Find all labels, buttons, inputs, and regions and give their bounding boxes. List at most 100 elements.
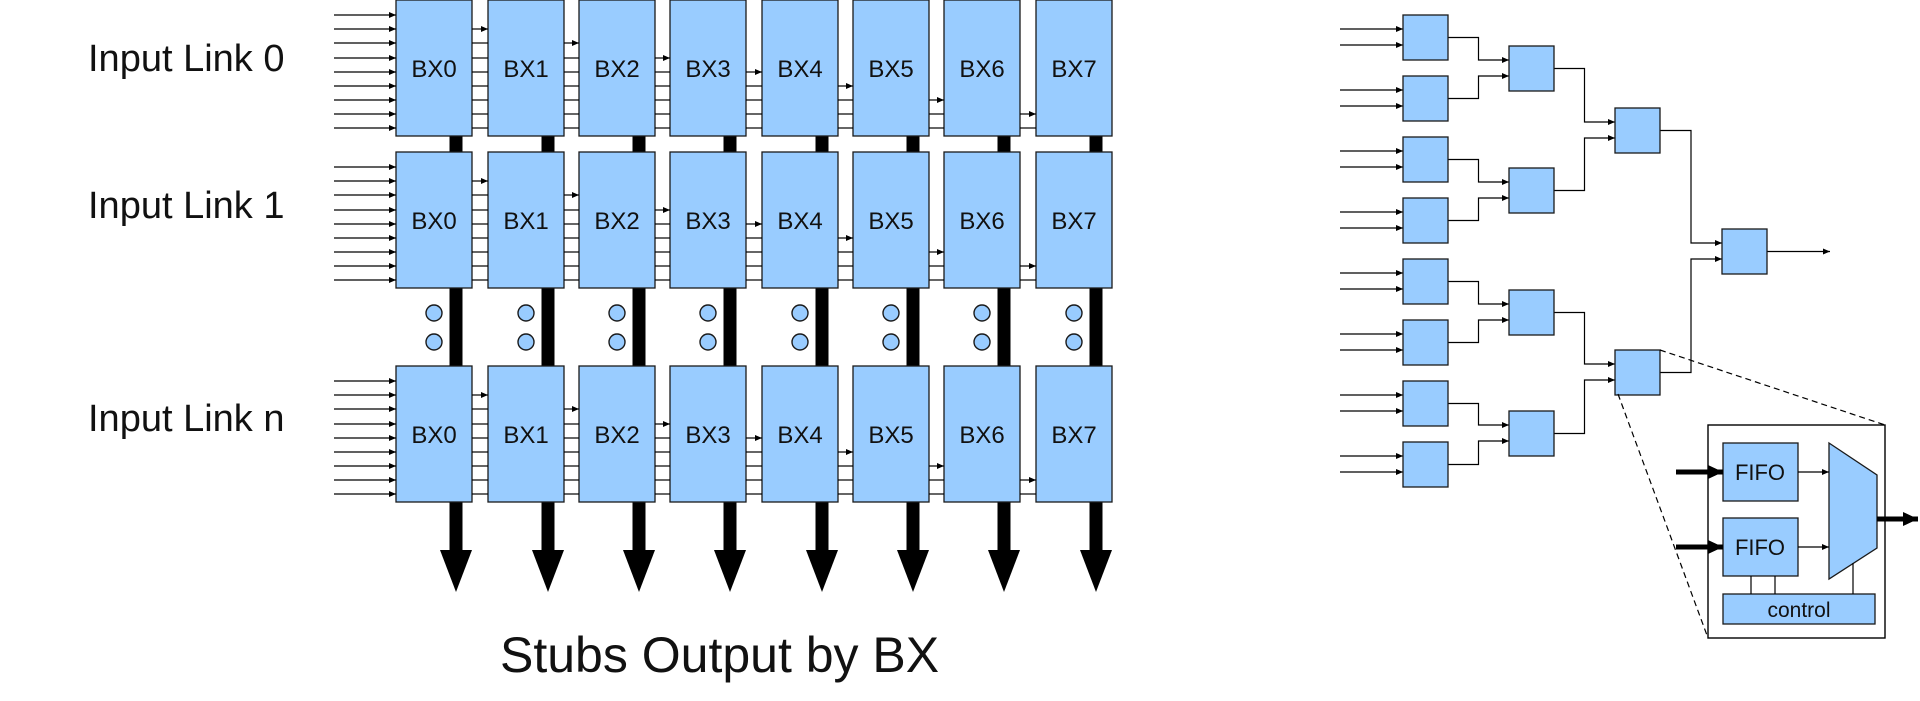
tree-link-l1-2	[1554, 311, 1615, 367]
bx-box-r0-c6	[943, 0, 1021, 137]
zoom-line-bottom	[1617, 393, 1709, 639]
tree-link-l0-4	[1448, 280, 1509, 307]
ellipsis-dot-1-a	[517, 304, 535, 322]
bx-label-r1-c1: BX1	[503, 208, 548, 235]
control-box	[1722, 593, 1876, 625]
bx-label-r1-c5: BX5	[868, 208, 913, 235]
merge-tree	[1340, 14, 1830, 488]
ellipsis-dot-0-a	[425, 304, 443, 322]
tree-leaf-2	[1402, 136, 1449, 183]
bx-label-r0-c4: BX4	[777, 56, 822, 83]
fifo-label-0: FIFO	[1735, 460, 1785, 485]
bx-box-r0-c0	[395, 0, 473, 137]
multiplexer-shape	[1828, 441, 1878, 581]
tree-link-l1-3	[1554, 377, 1615, 435]
tree-link-l0-1	[1448, 73, 1509, 100]
ellipsis-dot-2-a	[608, 304, 626, 322]
bx-box-r0-c2	[578, 0, 656, 137]
tree-leaf-1	[1402, 75, 1449, 122]
bx-box-r1-c2	[578, 151, 656, 289]
bx-label-r2-c5: BX5	[868, 422, 913, 449]
bx-box-r2-c1	[487, 365, 565, 503]
tree-level2-0	[1614, 107, 1661, 154]
bx-box-r2-c0	[395, 365, 473, 503]
bx-label-r1-c3: BX3	[685, 208, 730, 235]
ellipsis-dot-7-b	[1065, 333, 1083, 351]
control-label: control	[1767, 599, 1830, 622]
ellipsis-dot-2-b	[608, 333, 626, 351]
ellipsis-dot-7-a	[1065, 304, 1083, 322]
row-label-1: Input Link 1	[88, 185, 284, 227]
bx-label-r1-c4: BX4	[777, 208, 822, 235]
bx-box-r0-c1	[487, 0, 565, 137]
ellipsis-dot-1-b	[517, 333, 535, 351]
bx-box-r0-c4	[761, 0, 839, 137]
ellipsis-dot-6-b	[973, 333, 991, 351]
bx-label-r1-c6: BX6	[959, 208, 1004, 235]
tree-link-l0-6	[1448, 402, 1509, 428]
bx-box-r1-c5	[852, 151, 930, 289]
bx-box-r0-c3	[669, 0, 747, 137]
tree-link-l0-7	[1448, 438, 1509, 466]
output-arrow-6	[988, 550, 1020, 592]
bx-label-r2-c2: BX2	[594, 422, 639, 449]
tree-root	[1721, 228, 1768, 275]
tree-nodes	[1402, 14, 1768, 488]
ellipsis-dot-5-a	[882, 304, 900, 322]
output-arrow-2	[623, 550, 655, 592]
ellipsis-dot-4-a	[791, 304, 809, 322]
row-label-n: Input Link n	[88, 398, 284, 440]
output-label: Stubs Output by BX	[500, 627, 939, 683]
merge-node-detail: FIFO FIFO control	[1617, 349, 1918, 639]
bx-box-r2-c7	[1035, 365, 1113, 503]
tree-link-l2-0	[1660, 129, 1722, 246]
ellipsis-dot-6-a	[973, 304, 991, 322]
output-arrow-4	[806, 550, 838, 592]
ellipsis-dot-5-b	[882, 333, 900, 351]
tree-level1-0	[1508, 45, 1555, 92]
bx-box-r1-c3	[669, 151, 747, 289]
bx-box-r0-c5	[852, 0, 930, 137]
output-arrow-0	[440, 550, 472, 592]
tree-link-l1-0	[1554, 67, 1615, 125]
bx-box-r1-c7	[1035, 151, 1113, 289]
bx-box-r1-c6	[943, 151, 1021, 289]
zoom-line-top	[1659, 349, 1886, 426]
ellipsis-dots	[425, 304, 1083, 351]
bx-box-r2-c6	[943, 365, 1021, 503]
output-arrow-7	[1080, 550, 1112, 592]
bx-label-r0-c3: BX3	[685, 56, 730, 83]
bx-label-r2-c3: BX3	[685, 422, 730, 449]
bx-box-r0-c7	[1035, 0, 1113, 137]
tree-level1-3	[1508, 410, 1555, 457]
bx-label-r2-c6: BX6	[959, 422, 1004, 449]
bx-label-r1-c2: BX2	[594, 208, 639, 235]
ellipsis-dot-3-a	[699, 304, 717, 322]
bx-box-r2-c4	[761, 365, 839, 503]
bx-label-r0-c2: BX2	[594, 56, 639, 83]
ellipsis-dot-4-b	[791, 333, 809, 351]
bx-label-r0-c6: BX6	[959, 56, 1004, 83]
tree-leaf-3	[1402, 197, 1449, 244]
output-arrow-3	[714, 550, 746, 592]
tree-leaf-0	[1402, 14, 1449, 61]
bx-label-r0-c7: BX7	[1051, 56, 1096, 83]
input-lines	[334, 12, 1036, 497]
ellipsis-dot-3-b	[699, 333, 717, 351]
tree-link-l0-2	[1448, 158, 1509, 185]
bx-label-r1-c0: BX0	[411, 208, 456, 235]
tree-link-l1-1	[1554, 135, 1615, 192]
tree-link-l0-0	[1448, 36, 1509, 63]
bx-label-r0-c0: BX0	[411, 56, 456, 83]
tree-leaf-4	[1402, 258, 1449, 305]
tree-link-l0-5	[1448, 317, 1509, 344]
bx-box-r1-c0	[395, 151, 473, 289]
tree-link-l0-3	[1448, 195, 1509, 222]
bx-label-r1-c7: BX7	[1051, 208, 1096, 235]
bx-box-r2-c3	[669, 365, 747, 503]
tree-level2-1	[1614, 349, 1661, 396]
bx-label-r0-c1: BX1	[503, 56, 548, 83]
